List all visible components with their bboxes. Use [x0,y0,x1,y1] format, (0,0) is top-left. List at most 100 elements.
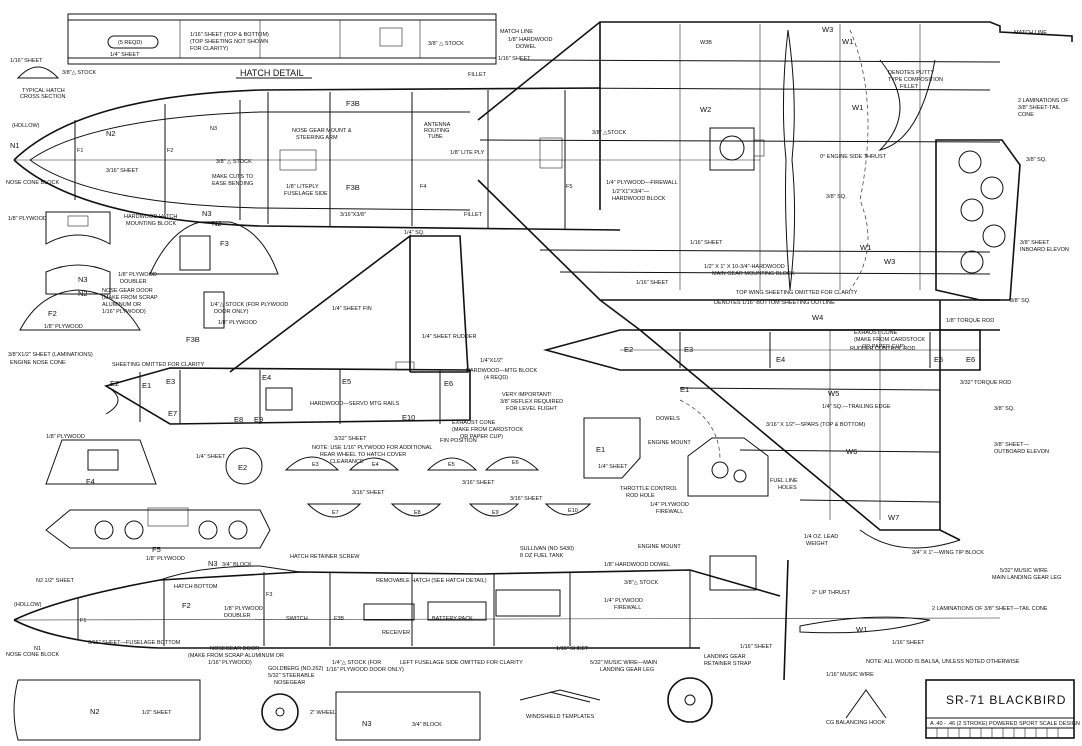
side-note: NOTE: ALL WOOD IS BALSA, UNLESS NOTED OT… [866,659,1020,665]
side-sullivan: SULLIVAN (NO S430) [520,546,574,552]
top-spar: 3/16"X3/8" [340,212,366,218]
nacelle-e2: E2 [624,345,633,354]
top-n3: N3 [210,126,217,132]
nacelle-exhaust3: OR PAPER CUP) [862,344,905,350]
wing-sq38: 3/8" SQ. [1026,157,1047,163]
engine-mount: ENGINE MOUNT [648,440,691,446]
wing-top-sheeting: TOP WING SHEETING OMITTED FOR CLARITY [736,290,858,296]
wing-w1b: W1 [852,103,863,112]
fin-e2: E2 [110,379,119,388]
engine-fuel: FUEL LINE [770,478,798,484]
formers-fin-pos: FIN POSITION [440,438,477,444]
side-soldering2: 5/32" STEERABLE [268,673,315,679]
fin-e1: E1 [142,381,151,390]
hatch-dowel2: DOWEL [516,44,536,50]
top-firewall: 1/4" PLYWOOD—FIREWALL [606,180,678,186]
wing-side-thrust: 0° ENGINE SIDE THRUST [820,154,887,160]
side-laminations: 2 LAMINATIONS OF 3/8" SHEET—TAIL CONE [932,606,1048,612]
wing-tip-block: 3/4" X 1"—WING TIP BLOCK [912,550,984,556]
side-f2: F2 [182,601,191,610]
fin-sheet-fin: 1/4" SHEET FIN [332,306,372,312]
fin-e7: E7 [168,409,177,418]
engine-firewall2: FIREWALL [656,509,683,515]
nacelle-rudder-control: RUDDER CONTROL ROD [850,346,916,352]
side-music-wire2: LANDING GEAR LEG [600,667,654,673]
formers-hw-hatch: HARDWOOD HATCH [124,214,177,220]
wing-lead: 1/4 OZ. LEAD [804,534,838,540]
hatch-stock: 3/8" △ STOCK [428,41,464,47]
wing-putty2: TYPE COMPOSITION [888,77,943,83]
engine-throttle2: ROD HOLE [626,493,655,499]
title-text: SR-71 BLACKBIRD [946,693,1066,707]
side-f3b: F3B [334,616,344,622]
side-block34: 3/4" BLOCK [222,562,252,568]
formers-e3: E3 [312,462,319,468]
top-fillet2: FILLET [464,212,483,218]
side-stock14: 1/4"△ STOCK (FOR [332,660,381,666]
side-ply14: 1/4" PLYWOOD [604,598,643,604]
fin-servo: HARDWOOD—SERVO MTG RAILS [310,401,399,407]
top-f3b2: F3B [346,183,360,192]
side-up-thrust: 2° UP THRUST [812,590,851,596]
formers-n2: N2 [212,219,222,228]
formers-e10: E10 [568,508,578,514]
side-soldering3: NOSEGEAR [274,680,305,686]
formers-f2: F2 [48,309,57,318]
top-fuselage-view: (HOLLOW) N1 NOSE CONE BLOCK N2 N3 F1 F2 … [6,56,760,246]
fin-lam2: ENGINE NOSE CONE [10,360,66,366]
nacelle-e1: E1 [680,385,689,394]
fin-important: VERY IMPORTANT! [502,392,552,398]
formers-e6: E6 [512,460,519,466]
top-f4: F4 [420,184,426,190]
side-sheet16b: 1/16" SHEET [740,644,773,650]
wing-sheet16: 1/16" SHEET [636,280,669,286]
engine-firewall: 1/4" PLYWOOD [650,502,689,508]
top-nose-block: NOSE CONE BLOCK [6,180,60,186]
formers-nose-door2: (MAKE FROM SCRAP [102,295,158,301]
fin-e6: E6 [444,379,453,388]
fin-e3: E3 [166,377,175,386]
wing-laminations: 2 LAMINATIONS OF [1018,98,1069,104]
hatch-detail-title: HATCH DETAIL [240,68,304,78]
wing-w3: W3 [822,25,833,34]
fin-important3: FOR LEVEL FLIGHT [506,406,558,412]
wing-laminations2: 3/8" SHEET-TAIL [1018,105,1060,111]
formers-ply18d: 1/8" PLYWOOD [46,434,85,440]
engine-e1: E1 [596,445,605,454]
title-block: SR-71 BLACKBIRD A .40 - .46 (2 STROKE) P… [925,679,1080,739]
formers-sheet14: 1/4" SHEET [196,454,226,460]
top-fus-side: 1/8" LITEPLY [286,184,319,190]
top-fus-side2: FUSELAGE SIDE [284,191,328,197]
wing-sq38c: 3/8" SQ. [1010,298,1031,304]
wing-laminations3: CONE [1018,112,1034,118]
hatch-typical: TYPICAL HATCH [22,88,65,94]
side-w1: W1 [856,625,867,634]
side-stock38: 3/8"△ STOCK [624,580,659,586]
side-music-wire: 5/32" MUSIC WIRE—MAIN [590,660,657,666]
wing-w5: W5 [828,389,839,398]
formers-e5: E5 [448,462,455,468]
fin-sq14: 1/4" SQ. [404,230,425,236]
side-hatch-screw: HATCH RETAINER SCREW [290,554,360,560]
side-removable: REMOVABLE HATCH (SEE HATCH DETAIL) [376,578,487,584]
top-hw-block2: HARDWOOD BLOCK [612,196,666,202]
nacelle-exhaust2: (MAKE FROM CARDSTOCK [854,337,925,343]
wing-putty3: FILLET [900,84,919,90]
side-receiver: RECEIVER [382,630,410,636]
bottom-block34: 3/4" BLOCK [412,722,442,728]
wing-torque-rod: 1/8" TORQUE ROD [946,318,994,324]
top-hollow: (HOLLOW) [12,123,40,129]
title-subtitle: A .40 - .46 (2 STROKE) POWERED SPORT SCA… [930,721,1080,727]
formers-sheet316c: 3/16" SHEET [510,496,543,502]
side-landing-strap2: RETAINER STRAP [704,661,752,667]
side-sheet16: 1/16" SHEET [556,646,589,652]
nacelle-e4: E4 [776,355,785,364]
side-main-gear: 5/32" MUSIC WIRE [1000,568,1048,574]
hatch-stock38: 3/8"△ STOCK [62,70,97,76]
fin-important2: 3/8" REFLEX REQUIRED [500,399,563,405]
formers-ply18b: 1/8" PLYWOOD [44,324,83,330]
side-nosegear-door3: 1/16" PLYWOOD) [208,660,252,666]
formers-e8: E8 [414,510,421,516]
fin-exhaust: EXHAUST CONE [452,420,496,426]
formers-e7: E7 [332,510,339,516]
